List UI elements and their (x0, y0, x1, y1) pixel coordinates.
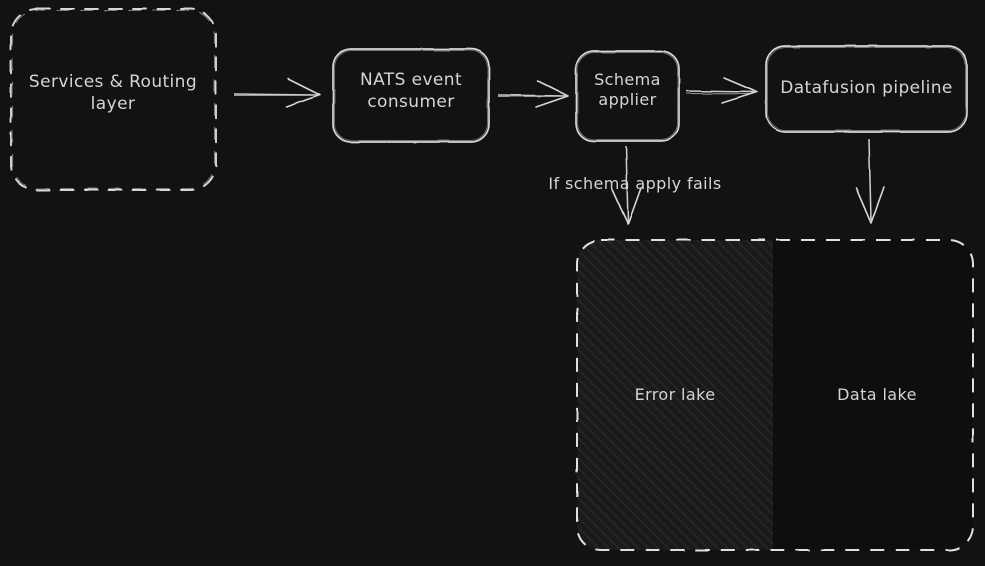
zone-error-lake-fill (577, 240, 973, 550)
node-datafusion-pipeline-shape[interactable] (765, 45, 968, 133)
edge-services-to-nats[interactable] (233, 78, 321, 108)
edge-schema-to-datafusion[interactable] (685, 77, 758, 104)
edge-nats-to-schema[interactable] (497, 80, 569, 108)
node-schema-applier-shape[interactable] (575, 50, 680, 142)
edge-datafusion-to-data-lake[interactable] (855, 138, 885, 224)
node-services-routing-layer-shape[interactable] (10, 8, 217, 191)
node-nats-event-consumer-shape[interactable] (332, 48, 490, 143)
edge-schema-to-error-lake[interactable] (611, 145, 642, 225)
zone-lake-border[interactable] (576, 239, 974, 551)
